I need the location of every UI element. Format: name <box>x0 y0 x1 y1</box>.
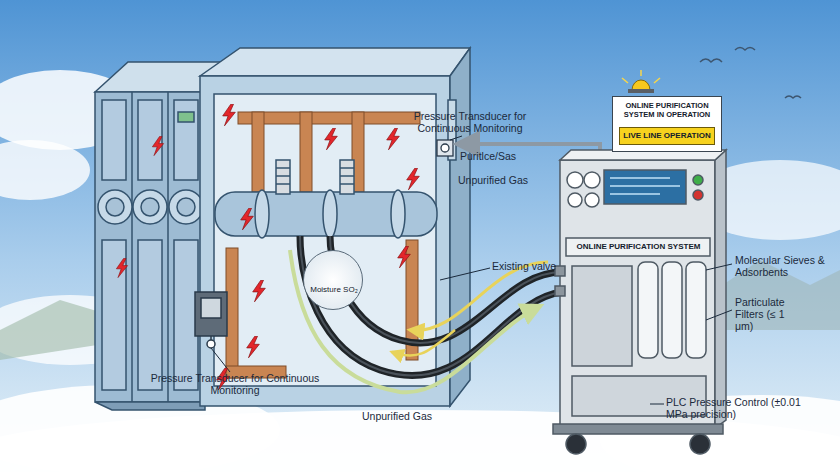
callout-label: Pressure Transducer for Continuous Monit… <box>395 110 545 134</box>
bottom-transducer <box>195 292 227 348</box>
warning-strip: LIVE LINE OPERATION <box>619 127 715 145</box>
leader-line <box>450 136 462 140</box>
callout-label: Unpurified Gas <box>458 174 568 186</box>
warning-beacon <box>622 70 660 93</box>
top-transducer <box>437 140 453 156</box>
node-text: ONLINE PURIFICATION SYSTEM <box>566 242 711 252</box>
leader-line <box>440 268 490 280</box>
hoses <box>290 236 562 392</box>
moisture-circle: Moisture SO₂ <box>303 250 363 310</box>
leader-lines <box>650 264 732 404</box>
node-text: Moisture SO₂ <box>304 285 364 294</box>
callout-label: PLC Pressure Control (±0.01 MPa precisio… <box>666 396 806 420</box>
gis-pipe <box>215 160 437 238</box>
callout-label: Pressure Transducer for Continuous Monit… <box>150 372 320 396</box>
callout-label: Puritlce/Sas <box>460 150 560 162</box>
node-text: LIVE LINE OPERATION <box>622 131 712 141</box>
switchgear <box>95 48 470 410</box>
lightning-symbols <box>116 104 419 390</box>
callout-label: Particulate Filters (≤ 1 μm) <box>735 296 799 332</box>
callout-label: Molecular Sieves & Adsorbents <box>735 254 835 278</box>
callout-label: Unpurified Gas <box>362 410 472 422</box>
clouds <box>0 70 840 472</box>
cart-panel: ONLINE PURIFICATION SYSTEM <box>560 160 715 428</box>
callout-label: Existing valve <box>492 260 582 272</box>
birds <box>700 48 801 99</box>
warning-sign: ONLINE PURIFICATION SYSTEM IN OPERATION L… <box>612 96 722 152</box>
node-text: ONLINE PURIFICATION SYSTEM IN OPERATION <box>617 101 717 119</box>
